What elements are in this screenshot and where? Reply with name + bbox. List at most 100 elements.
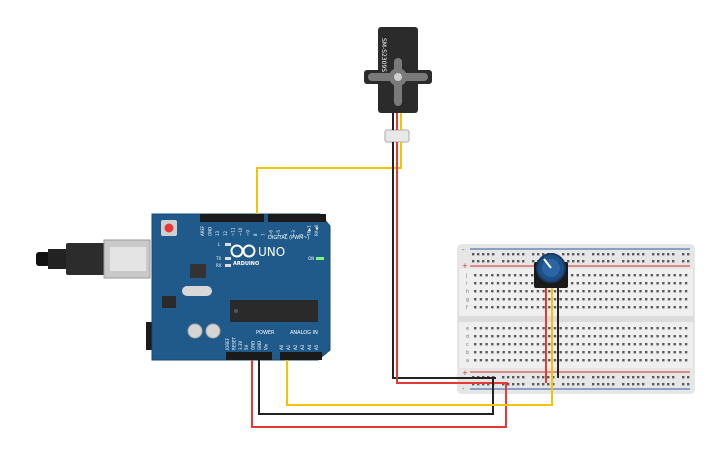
breadboard-hole[interactable] xyxy=(627,282,631,285)
breadboard-hole[interactable] xyxy=(570,351,574,354)
breadboard-hole[interactable] xyxy=(531,359,534,362)
breadboard-hole[interactable] xyxy=(673,282,676,285)
breadboard-hole[interactable] xyxy=(553,327,557,330)
breadboard-hole[interactable] xyxy=(605,351,608,354)
breadboard-hole[interactable] xyxy=(637,260,640,263)
breadboard-hole[interactable] xyxy=(597,260,600,263)
breadboard-hole[interactable] xyxy=(531,282,534,285)
breadboard-hole[interactable] xyxy=(570,359,574,362)
breadboard-hole[interactable] xyxy=(508,306,511,309)
breadboard-hole[interactable] xyxy=(570,274,574,277)
breadboard-hole[interactable] xyxy=(485,298,488,301)
breadboard-hole[interactable] xyxy=(610,290,614,293)
breadboard-hole[interactable] xyxy=(645,282,648,285)
breadboard-hole[interactable] xyxy=(559,290,562,293)
breadboard-hole[interactable] xyxy=(639,282,642,285)
breadboard-hole[interactable] xyxy=(508,327,511,330)
breadboard-hole[interactable] xyxy=(639,343,642,346)
breadboard-hole[interactable] xyxy=(576,290,579,293)
breadboard-hole[interactable] xyxy=(616,282,619,285)
breadboard-hole[interactable] xyxy=(532,383,535,386)
breadboard-hole[interactable] xyxy=(657,383,660,386)
breadboard-hole[interactable] xyxy=(531,274,534,277)
breadboard-hole[interactable] xyxy=(667,253,670,256)
breadboard-hole[interactable] xyxy=(536,327,540,330)
breadboard-hole[interactable] xyxy=(605,298,608,301)
breadboard-hole[interactable] xyxy=(673,298,676,301)
breadboard-hole[interactable] xyxy=(656,335,659,338)
breadboard-hole[interactable] xyxy=(656,274,659,277)
breadboard-hole[interactable] xyxy=(496,359,500,362)
breadboard-hole[interactable] xyxy=(684,351,688,354)
breadboard-hole[interactable] xyxy=(627,290,631,293)
breadboard-hole[interactable] xyxy=(474,306,477,309)
breadboard-hole[interactable] xyxy=(536,359,540,362)
breadboard-hole[interactable] xyxy=(639,298,642,301)
breadboard[interactable]: - + + - j i h g f e d c b a xyxy=(457,244,695,394)
breadboard-hole[interactable] xyxy=(650,343,654,346)
breadboard-hole[interactable] xyxy=(639,359,642,362)
breadboard-hole[interactable] xyxy=(672,376,675,379)
breadboard-hole[interactable] xyxy=(632,383,635,386)
breadboard-hole[interactable] xyxy=(673,274,676,277)
breadboard-hole[interactable] xyxy=(597,253,600,256)
breadboard-hole[interactable] xyxy=(602,383,605,386)
breadboard-hole[interactable] xyxy=(593,274,597,277)
wire-red-servo-5v[interactable] xyxy=(396,142,508,384)
breadboard-hole[interactable] xyxy=(599,359,602,362)
breadboard-hole[interactable] xyxy=(472,383,475,386)
breadboard-hole[interactable] xyxy=(639,274,642,277)
breadboard-hole[interactable] xyxy=(650,327,654,330)
breadboard-hole[interactable] xyxy=(513,335,517,338)
breadboard-hole[interactable] xyxy=(507,253,510,256)
breadboard-hole[interactable] xyxy=(616,327,619,330)
breadboard-hole[interactable] xyxy=(622,274,625,277)
breadboard-hole[interactable] xyxy=(513,282,517,285)
breadboard-hole[interactable] xyxy=(639,351,642,354)
breadboard-hole[interactable] xyxy=(570,282,574,285)
breadboard-hole[interactable] xyxy=(565,327,568,330)
breadboard-hole[interactable] xyxy=(662,383,665,386)
breadboard-hole[interactable] xyxy=(525,351,528,354)
breadboard-hole[interactable] xyxy=(517,253,520,256)
breadboard-hole[interactable] xyxy=(485,306,488,309)
breadboard-hole[interactable] xyxy=(553,306,557,309)
breadboard-hole[interactable] xyxy=(519,298,522,301)
breadboard-hole[interactable] xyxy=(656,351,659,354)
breadboard-hole[interactable] xyxy=(507,376,510,379)
breadboard-hole[interactable] xyxy=(542,359,545,362)
breadboard-hole[interactable] xyxy=(513,359,517,362)
breadboard-hole[interactable] xyxy=(616,335,619,338)
breadboard-hole[interactable] xyxy=(576,282,579,285)
breadboard-hole[interactable] xyxy=(656,298,659,301)
breadboard-hole[interactable] xyxy=(570,343,574,346)
breadboard-hole[interactable] xyxy=(507,260,510,263)
breadboard-hole[interactable] xyxy=(656,282,659,285)
breadboard-hole[interactable] xyxy=(577,253,580,256)
breadboard-hole[interactable] xyxy=(667,282,671,285)
breadboard-hole[interactable] xyxy=(605,327,608,330)
breadboard-hole[interactable] xyxy=(672,383,675,386)
breadboard-hole[interactable] xyxy=(633,359,636,362)
breadboard-hole[interactable] xyxy=(602,253,605,256)
breadboard-hole[interactable] xyxy=(662,343,665,346)
breadboard-hole[interactable] xyxy=(548,298,551,301)
breadboard-hole[interactable] xyxy=(667,335,671,338)
breadboard-hole[interactable] xyxy=(570,306,574,309)
breadboard-hole[interactable] xyxy=(577,376,580,379)
breadboard-hole[interactable] xyxy=(559,298,562,301)
breadboard-hole[interactable] xyxy=(582,351,585,354)
breadboard-hole[interactable] xyxy=(632,376,635,379)
breadboard-hole[interactable] xyxy=(525,306,528,309)
breadboard-hole[interactable] xyxy=(532,253,535,256)
breadboard-hole[interactable] xyxy=(599,290,602,293)
breadboard-hole[interactable] xyxy=(570,290,574,293)
breadboard-hole[interactable] xyxy=(627,298,631,301)
breadboard-hole[interactable] xyxy=(593,282,597,285)
breadboard-hole[interactable] xyxy=(627,327,631,330)
breadboard-hole[interactable] xyxy=(522,383,525,386)
breadboard-hole[interactable] xyxy=(553,298,557,301)
breadboard-hole[interactable] xyxy=(588,351,591,354)
breadboard-hole[interactable] xyxy=(684,274,688,277)
breadboard-hole[interactable] xyxy=(673,306,676,309)
